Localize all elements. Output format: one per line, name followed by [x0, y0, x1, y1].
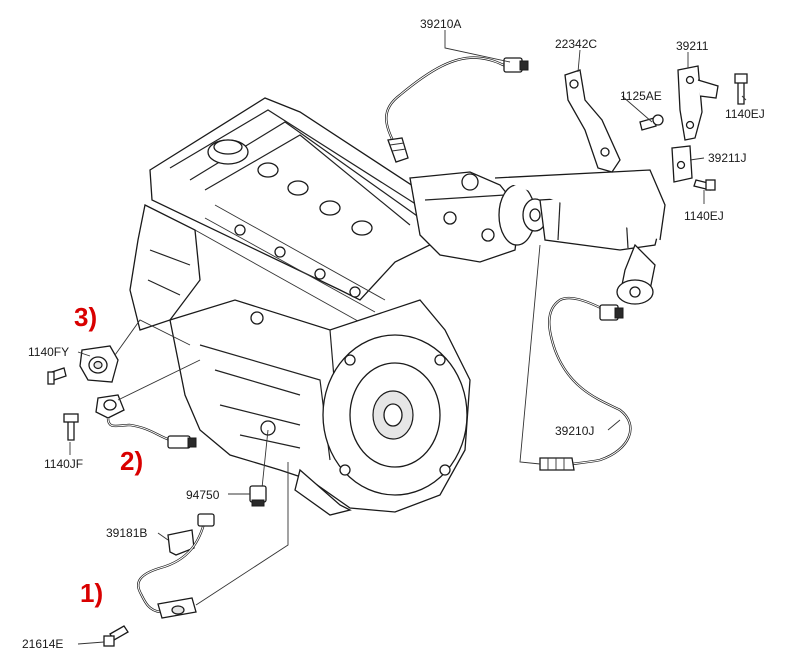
sensor-39181b — [103, 462, 289, 647]
oil-pan — [294, 468, 352, 516]
bracket-39211 — [677, 65, 719, 141]
bolt-icon — [737, 81, 745, 105]
label-39211j: 39211J — [708, 151, 746, 165]
bracket-39211J — [671, 145, 693, 183]
label-1125ae: 1125AE — [620, 89, 662, 103]
bracket-22342C — [564, 69, 621, 173]
label-1140ej-mid: 1140EJ — [684, 209, 724, 223]
label-21614e: 21614E — [22, 637, 63, 651]
oxygen-sensor-39210a — [385, 56, 529, 163]
engine-assembly — [129, 97, 471, 516]
leader-lines — [69, 30, 747, 645]
label-1140fy: 1140FY — [28, 345, 69, 359]
bolt-1125AE — [639, 114, 664, 131]
sensor-wire — [548, 296, 632, 466]
callout-3: 3) — [74, 302, 97, 332]
label-22342c: 22342C — [555, 37, 597, 51]
spark-plug-well — [319, 200, 341, 216]
bracket-39211-icon — [677, 65, 703, 141]
callout-1: 1) — [80, 578, 103, 608]
heat-shield — [494, 169, 666, 241]
bolt-1140EJ-top — [734, 73, 748, 105]
sensor-body-icon — [539, 457, 575, 471]
bolt-1140EJ-mid — [693, 179, 716, 191]
camshaft-position-sensor — [47, 319, 191, 385]
bracket-39181b-icon — [167, 529, 195, 556]
callouts: 3) 2) 1) — [74, 302, 143, 608]
knock-sensor-mount — [260, 420, 276, 436]
bracket-22342c-icon — [564, 69, 621, 173]
label-39211: 39211 — [676, 39, 709, 53]
sensor-wire — [106, 417, 171, 442]
sensor-connector-icon — [197, 513, 215, 527]
sensor-connector-icon — [167, 435, 191, 449]
sensor-wire — [385, 56, 507, 146]
label-1140ej-top: 1140EJ — [725, 107, 765, 121]
label-1140jf: 1140JF — [44, 457, 83, 471]
sensor-connector-icon — [503, 57, 523, 73]
oxygen-sensor-39210j — [519, 244, 632, 471]
part-labels: 39210A 22342C 39211 1125AE 1140EJ 39211J… — [22, 17, 765, 651]
crankshaft-position-sensor — [63, 359, 201, 449]
label-39181b: 39181B — [106, 526, 147, 540]
bolt-icon — [67, 419, 75, 441]
label-94750: 94750 — [186, 488, 220, 502]
label-39210a: 39210A — [420, 17, 461, 31]
label-39210j: 39210J — [555, 424, 594, 438]
callout-2: 2) — [120, 446, 143, 476]
spark-plug-well — [287, 180, 309, 196]
exhaust-manifold — [409, 169, 666, 305]
spark-plug-well — [351, 220, 373, 236]
intake-side — [129, 204, 201, 331]
spark-plug-well — [257, 162, 279, 178]
